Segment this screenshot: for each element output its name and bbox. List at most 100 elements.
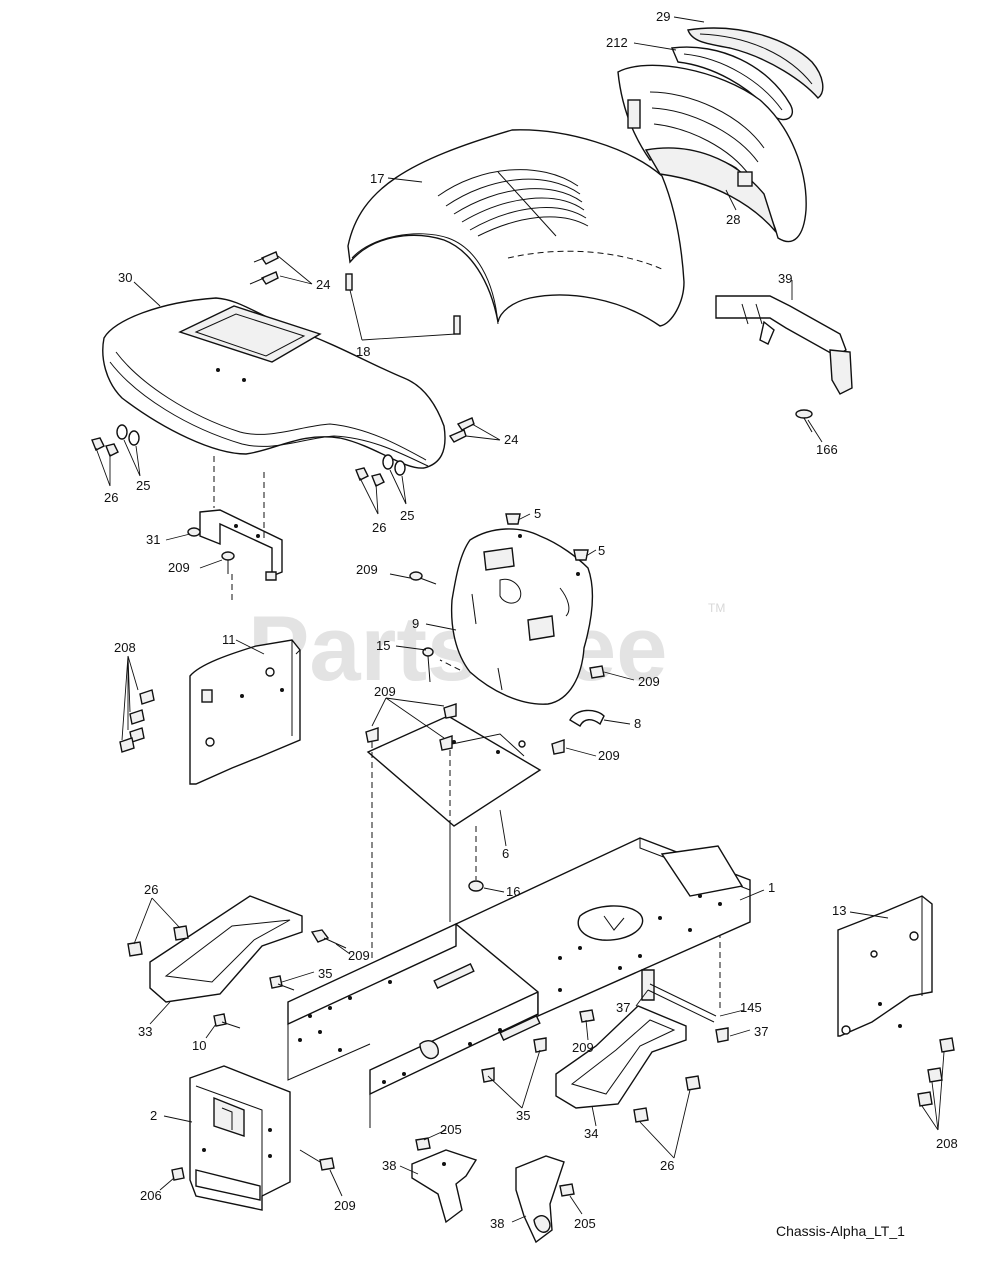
part-208-screws-left[interactable]: [119, 689, 155, 753]
callout-16[interactable]: 16: [506, 884, 520, 899]
callout-39[interactable]: 39: [778, 271, 792, 286]
part-33-footrest-left[interactable]: [149, 895, 303, 1003]
part-208-screws-right[interactable]: [917, 1037, 955, 1107]
part-209-screws-plate[interactable]: [365, 703, 565, 755]
callout-209-a[interactable]: 209: [168, 560, 190, 575]
callout-212[interactable]: 212: [606, 35, 628, 50]
part-26-nuts-left[interactable]: [127, 925, 189, 957]
part-26-nuts-right[interactable]: [633, 1075, 701, 1123]
callout-26-footrest-left[interactable]: 26: [144, 882, 158, 897]
part-31-fender-bracket[interactable]: [187, 509, 283, 581]
part-209-screw-b[interactable]: [409, 571, 437, 585]
part-2-front-plate[interactable]: [189, 1065, 291, 1211]
part-25-26-fasteners-left[interactable]: [91, 424, 140, 457]
part-209-screw-c[interactable]: [589, 665, 605, 679]
part-166-screw[interactable]: [795, 409, 813, 433]
callout-26-left[interactable]: 26: [104, 490, 118, 505]
callout-31[interactable]: 31: [146, 532, 160, 547]
callout-29[interactable]: 29: [656, 9, 670, 24]
callout-24-upper[interactable]: 24: [316, 277, 330, 292]
part-5-plug-a[interactable]: [505, 513, 521, 525]
callout-208-left[interactable]: 208: [114, 640, 136, 655]
callout-30[interactable]: 30: [118, 270, 132, 285]
callout-6[interactable]: 6: [502, 846, 509, 861]
part-10-bolt[interactable]: [213, 1013, 241, 1029]
callout-28[interactable]: 28: [726, 212, 740, 227]
watermark-trademark: TM: [708, 601, 725, 615]
callout-35-right[interactable]: 35: [516, 1108, 530, 1123]
part-34-footrest-right[interactable]: [555, 1005, 687, 1109]
callout-38-b[interactable]: 38: [490, 1216, 504, 1231]
part-18-hood-bumpers[interactable]: [345, 273, 461, 335]
part-205-screw-b[interactable]: [559, 1183, 575, 1197]
part-1-main-frame[interactable]: [287, 837, 751, 1128]
part-35-bolt-left[interactable]: [269, 975, 295, 991]
callout-8[interactable]: 8: [634, 716, 641, 731]
callout-25-right[interactable]: 25: [400, 508, 414, 523]
part-205-screw-a[interactable]: [415, 1137, 431, 1151]
callout-209-f[interactable]: 209: [348, 948, 370, 963]
callout-206[interactable]: 206: [140, 1188, 162, 1203]
part-24-screws-upper[interactable]: [249, 251, 279, 285]
callout-9[interactable]: 9: [412, 616, 419, 631]
part-16-bumper[interactable]: [468, 880, 484, 892]
part-209-screw-a[interactable]: [221, 551, 235, 574]
part-28-grille[interactable]: [617, 64, 807, 243]
callout-166[interactable]: 166: [816, 442, 838, 457]
callout-18[interactable]: 18: [356, 344, 370, 359]
leader-lines: [95, 16, 945, 1223]
callout-209-e[interactable]: 209: [598, 748, 620, 763]
callout-205-a[interactable]: 205: [440, 1122, 462, 1137]
callout-209-b[interactable]: 209: [356, 562, 378, 577]
part-209-screw-front[interactable]: [299, 1149, 335, 1171]
callout-37-b[interactable]: 37: [754, 1024, 768, 1039]
part-30-fender-deck[interactable]: [102, 297, 446, 469]
part-24-screws-lower[interactable]: [448, 417, 475, 443]
callout-145[interactable]: 145: [740, 1000, 762, 1015]
callout-2[interactable]: 2: [150, 1108, 157, 1123]
callout-205-b[interactable]: 205: [574, 1216, 596, 1231]
part-38-bracket-left[interactable]: [411, 1149, 478, 1224]
diagram-caption: Chassis-Alpha_LT_1: [776, 1223, 905, 1239]
callout-209-c[interactable]: 209: [374, 684, 396, 699]
callout-13[interactable]: 13: [832, 903, 846, 918]
callout-26-right[interactable]: 26: [372, 520, 386, 535]
part-209-bolt-footrest[interactable]: [310, 929, 347, 949]
callout-38-a[interactable]: 38: [382, 1158, 396, 1173]
part-29-hood-trim[interactable]: [687, 27, 824, 99]
callout-10[interactable]: 10: [192, 1038, 206, 1053]
callout-209-h[interactable]: 209: [334, 1198, 356, 1213]
part-37-bolts[interactable]: [641, 969, 729, 1043]
callout-5-a[interactable]: 5: [534, 506, 541, 521]
callout-1[interactable]: 1: [768, 880, 775, 895]
part-39-hood-bracket[interactable]: [715, 295, 853, 395]
part-13-side-panel-right[interactable]: [837, 895, 933, 1037]
callout-11[interactable]: 11: [222, 632, 236, 647]
callout-17[interactable]: 17: [370, 171, 384, 186]
part-8-clip[interactable]: [569, 709, 605, 727]
part-6-floor-plate[interactable]: [366, 715, 542, 827]
part-35-bolts-right[interactable]: [481, 1037, 547, 1083]
callout-25-left[interactable]: 25: [136, 478, 150, 493]
part-206-screw[interactable]: [171, 1167, 185, 1181]
callout-26-footrest-right[interactable]: 26: [660, 1158, 674, 1173]
part-25-26-fasteners-right[interactable]: [355, 454, 406, 487]
part-209-screw-frame[interactable]: [579, 1009, 595, 1023]
callout-34[interactable]: 34: [584, 1126, 598, 1141]
part-17-hood[interactable]: [347, 129, 685, 327]
callout-35-left[interactable]: 35: [318, 966, 332, 981]
part-145-rod[interactable]: [647, 983, 717, 1023]
part-9-dash-panel[interactable]: [450, 528, 594, 705]
part-5-plug-b[interactable]: [573, 549, 589, 561]
callout-24-lower[interactable]: 24: [504, 432, 518, 447]
part-38-bracket-right[interactable]: [515, 1155, 565, 1244]
callout-5-b[interactable]: 5: [598, 543, 605, 558]
callout-208-right[interactable]: 208: [936, 1136, 958, 1151]
callout-209-g[interactable]: 209: [572, 1040, 594, 1055]
callout-37-a[interactable]: 37: [616, 1000, 630, 1015]
part-11-side-panel-left[interactable]: [189, 639, 301, 785]
callout-209-d[interactable]: 209: [638, 674, 660, 689]
callout-33[interactable]: 33: [138, 1024, 152, 1039]
callout-15[interactable]: 15: [376, 638, 390, 653]
